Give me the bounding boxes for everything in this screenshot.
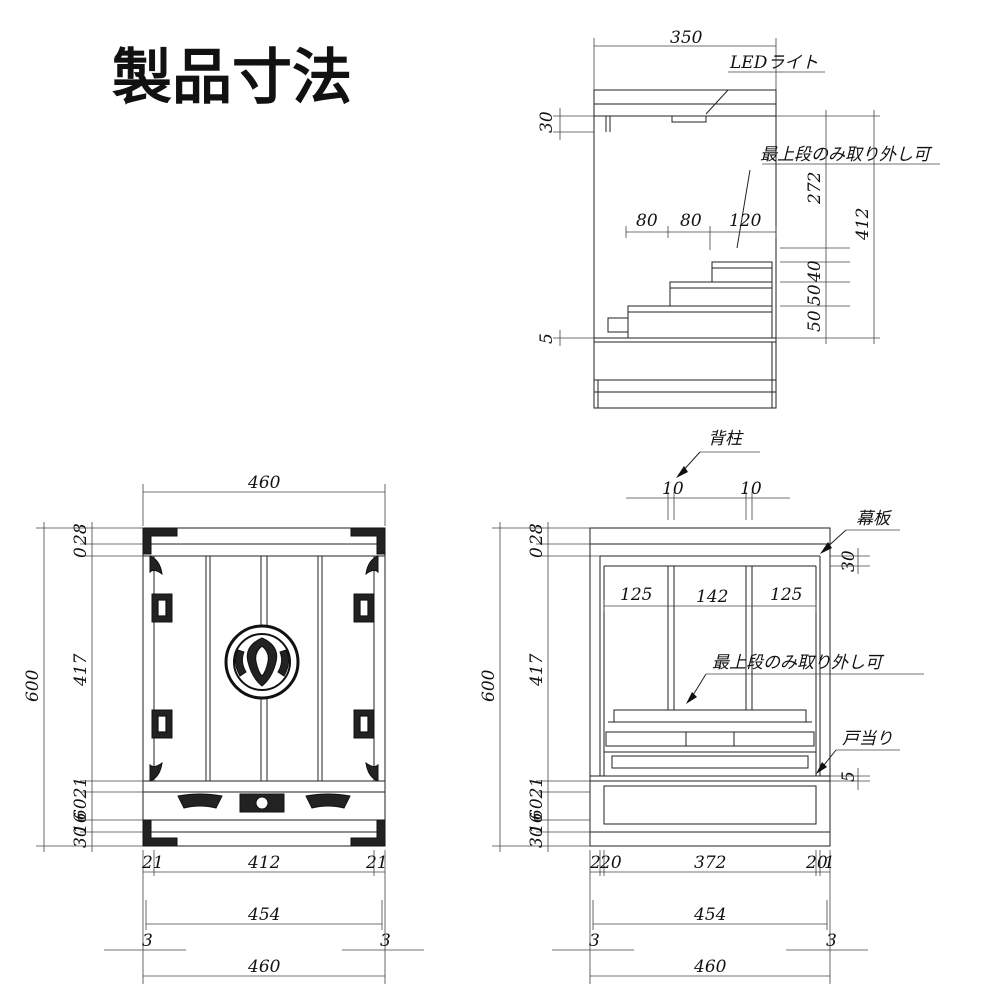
open-dim-a: 28 xyxy=(527,523,547,546)
pillar-a-label: 10 xyxy=(662,479,684,499)
door-stop-dim-label: 5 xyxy=(839,771,859,782)
side-view: 350 LEDライト 30 最上段のみ取り外し可 272 412 xyxy=(537,28,940,409)
side-removable-label: 最上段のみ取り外し可 xyxy=(760,145,933,165)
closed-side-right: 21 xyxy=(365,853,388,873)
side-bottom-label: 5 xyxy=(537,333,557,344)
open-w-c: 20 xyxy=(805,853,828,873)
col-a-label: 125 xyxy=(620,585,652,605)
open-width460b: 460 xyxy=(693,957,727,977)
side-step40-label: 40 xyxy=(805,260,825,283)
open-width454: 454 xyxy=(693,905,726,925)
closed-height-label: 600 xyxy=(23,669,43,702)
open-low2-label: 16 xyxy=(527,812,547,834)
closed-width-label: 460 xyxy=(247,473,281,493)
open-lower-label: 6021 xyxy=(527,777,547,820)
open-w-a: 2 xyxy=(589,853,601,873)
door-stop-label: 戸当り xyxy=(842,729,893,749)
open-w-b: 20 xyxy=(599,853,622,873)
open-main-label: 417 xyxy=(527,653,547,687)
pillar-b-label: 10 xyxy=(740,479,762,499)
curtain-label: 幕板 xyxy=(856,509,893,529)
open-center: 372 xyxy=(694,853,726,873)
back-pillar-label: 背柱 xyxy=(708,429,744,449)
drawer-handle-icon xyxy=(177,793,351,813)
closed-dim-b: 0 xyxy=(71,547,91,558)
side-width-label: 350 xyxy=(670,28,703,48)
closed-side-left: 21 xyxy=(141,853,164,873)
open-offset-left: 3 xyxy=(589,931,600,951)
closed-lower-label: 6021 xyxy=(71,777,91,820)
side-depth80a-label: 80 xyxy=(636,211,658,231)
closed-low2-label: 16 xyxy=(71,812,91,834)
open-height-label: 600 xyxy=(479,669,499,702)
hinge-icon xyxy=(151,593,375,739)
family-crest-icon xyxy=(224,624,300,700)
open-dim-b: 0 xyxy=(527,547,547,558)
closed-main-label: 417 xyxy=(71,653,91,687)
open-base-label: 30 xyxy=(527,826,547,848)
closed-width460b: 460 xyxy=(247,957,281,977)
closed-dim-a: 28 xyxy=(71,523,91,546)
closed-width454: 454 xyxy=(247,905,280,925)
closed-base-label: 30 xyxy=(71,826,91,848)
curtain-dim-label: 30 xyxy=(839,550,859,572)
side-step50b-label: 50 xyxy=(805,310,825,332)
side-depth80b-label: 80 xyxy=(680,211,702,231)
closed-offset-left: 3 xyxy=(142,931,153,951)
page-title: 製品寸法 xyxy=(112,43,352,113)
col-b-label: 142 xyxy=(696,587,728,607)
front-open-view: 背柱 10 10 幕板 30 xyxy=(479,429,924,984)
col-c-label: 125 xyxy=(770,585,802,605)
closed-center: 412 xyxy=(247,853,280,873)
open-removable-label: 最上段のみ取り外し可 xyxy=(712,653,885,673)
side-height-label: 412 xyxy=(853,208,873,241)
led-label: LEDライト xyxy=(729,53,818,73)
open-w-d: 1 xyxy=(824,853,835,873)
open-offset-right: 3 xyxy=(826,931,837,951)
side-inner-label: 272 xyxy=(805,172,825,205)
side-top-label: 30 xyxy=(537,111,557,133)
side-depth120-label: 120 xyxy=(729,211,762,231)
side-step50a-label: 50 xyxy=(805,284,825,306)
closed-offset-right: 3 xyxy=(380,931,391,951)
front-closed-view: 460 xyxy=(23,473,424,984)
